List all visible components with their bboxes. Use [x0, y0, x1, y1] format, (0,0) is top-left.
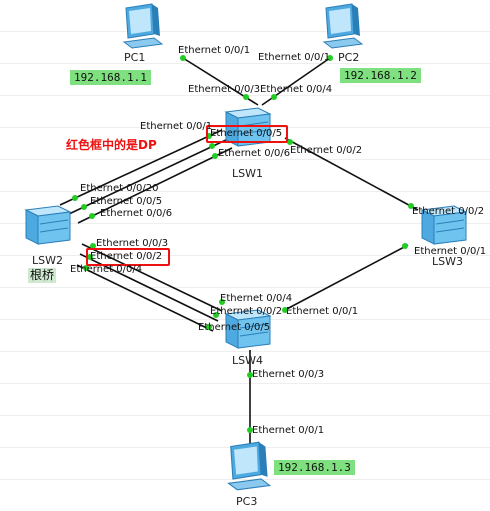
port-label: Ethernet 0/0/3: [188, 84, 261, 95]
port-dot: [81, 204, 87, 210]
root-bridge-tag: 根桥: [28, 268, 57, 283]
dp-note: 红色框中的是DP: [66, 138, 157, 152]
port-label: Ethernet 0/0/1: [258, 52, 331, 63]
link-lsw1-lsw2-b: [68, 138, 229, 215]
port-dot: [408, 203, 414, 209]
port-dot: [282, 307, 288, 313]
port-dot: [212, 153, 218, 159]
port-label: Ethernet 0/0/4: [260, 84, 333, 95]
dp-highlight-lsw2: [86, 248, 170, 266]
dp-highlight-lsw1: [206, 125, 288, 143]
port-dot: [247, 427, 253, 433]
port-dot: [83, 265, 89, 271]
link-lsw2-lsw4-a: [81, 243, 223, 312]
port-label: Ethernet 0/0/5: [210, 128, 283, 139]
pc3-icon[interactable]: [222, 440, 272, 492]
port-label: Ethernet 0/0/3: [252, 369, 325, 380]
pc3-label: PC3: [236, 495, 258, 508]
lsw3-switch-icon[interactable]: [418, 200, 470, 252]
lsw2-switch-icon[interactable]: [22, 200, 74, 252]
port-label: Ethernet 0/0/1: [252, 425, 325, 436]
pc1-label: PC1: [124, 51, 146, 64]
port-label: Ethernet 0/0/2: [290, 145, 363, 156]
port-dot: [213, 312, 219, 318]
port-dot: [243, 94, 249, 100]
port-label: Ethernet 0/0/1: [178, 45, 251, 56]
pc2-label: PC2: [338, 51, 360, 64]
port-dot: [271, 94, 277, 100]
link-lsw2-lsw4-c: [76, 264, 214, 332]
lsw4-label: LSW4: [232, 354, 263, 367]
port-dot: [287, 139, 293, 145]
pc2-icon[interactable]: [318, 2, 364, 50]
port-label: Ethernet 0/0/1: [414, 246, 487, 257]
link-lsw1-lsw3: [284, 137, 419, 211]
port-label: Ethernet 0/0/5: [198, 322, 271, 333]
port-dot: [180, 55, 186, 61]
port-label: Ethernet 0/0/4: [70, 264, 143, 275]
pc1-ip-tag: 192.168.1.1: [70, 70, 151, 85]
port-label: Ethernet 0/0/3: [96, 238, 169, 249]
port-dot: [72, 195, 78, 201]
port-label: Ethernet 0/0/1: [140, 121, 213, 132]
port-label: Ethernet 0/0/6: [100, 208, 173, 219]
pc1-icon[interactable]: [118, 2, 164, 50]
port-label: Ethernet 0/0/5: [90, 196, 163, 207]
link-lsw3-lsw4: [282, 244, 409, 312]
port-dot: [89, 213, 95, 219]
port-dot: [206, 324, 212, 330]
lsw1-label: LSW1: [232, 167, 263, 180]
pc3-ip-tag: 192.168.1.3: [274, 460, 355, 475]
port-dot: [327, 55, 333, 61]
port-dot: [402, 243, 408, 249]
port-label: Ethernet 0/0/6: [218, 148, 291, 159]
port-dot: [90, 243, 96, 249]
port-label: Ethernet 0/0/20: [80, 183, 159, 194]
lsw3-label: LSW3: [432, 255, 463, 268]
pc2-ip-tag: 192.168.1.2: [340, 68, 421, 83]
link-lsw1-lsw2-a: [59, 129, 223, 206]
port-dot: [247, 372, 253, 378]
port-label: Ethernet 0/0/2: [412, 206, 485, 217]
lsw4-switch-icon[interactable]: [222, 304, 274, 356]
lsw2-label: LSW2: [32, 254, 63, 267]
port-dot: [209, 143, 215, 149]
port-label: Ethernet 0/0/1: [286, 306, 359, 317]
port-label: Ethernet 0/0/2: [90, 251, 163, 262]
port-label: Ethernet 0/0/4: [220, 293, 293, 304]
port-dot: [219, 299, 225, 305]
port-label: Ethernet 0/0/2: [210, 306, 283, 317]
link-lsw1-lsw2-c: [77, 147, 233, 224]
port-dot: [87, 254, 93, 260]
